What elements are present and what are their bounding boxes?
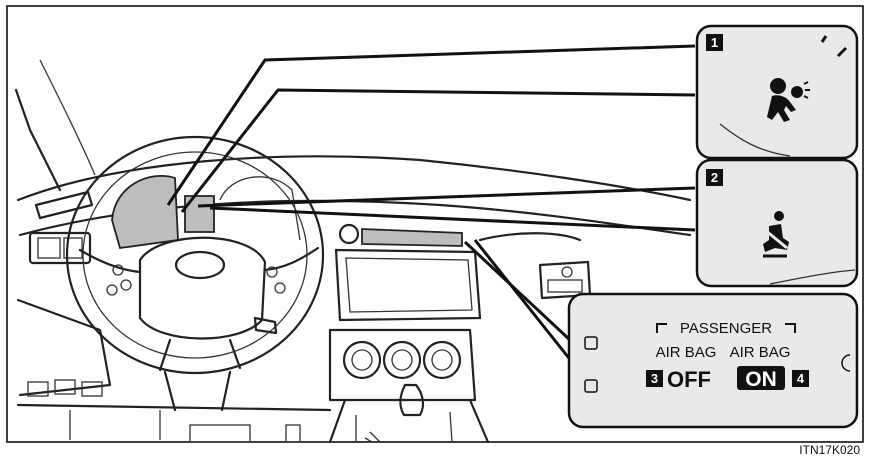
callout-2-badge xyxy=(706,169,723,186)
airbag-on-indicator xyxy=(737,366,785,390)
callout-2-panel: 2 xyxy=(695,158,859,288)
airbag-on-label: AIR BAG xyxy=(730,344,791,361)
callout-1-panel: 1 xyxy=(695,24,859,160)
callout-1-badge xyxy=(706,34,723,51)
passenger-heading: PASSENGER xyxy=(680,320,772,337)
airbag-warning-icon xyxy=(767,78,810,122)
callout-4-number: 4 xyxy=(797,371,805,386)
callout-4-badge xyxy=(792,370,809,387)
callout-1-number: 1 xyxy=(711,35,718,50)
dashboard xyxy=(14,59,692,444)
airbag-off-label: AIR BAG xyxy=(656,344,717,361)
airbag-off-state: OFF xyxy=(667,367,711,392)
leader-lines xyxy=(166,44,696,363)
figure-code: ITN17K020 xyxy=(799,443,860,457)
airbag-on-state: ON xyxy=(745,368,777,391)
callout-3-badge xyxy=(646,370,663,387)
callout-3-number: 3 xyxy=(651,371,658,386)
passenger-airbag-panel: PASSENGER AIR BAG AIR BAG 3 OFF ON 4 xyxy=(567,292,859,429)
seatbelt-reminder-icon xyxy=(763,211,789,258)
callout-2-number: 2 xyxy=(711,170,718,185)
